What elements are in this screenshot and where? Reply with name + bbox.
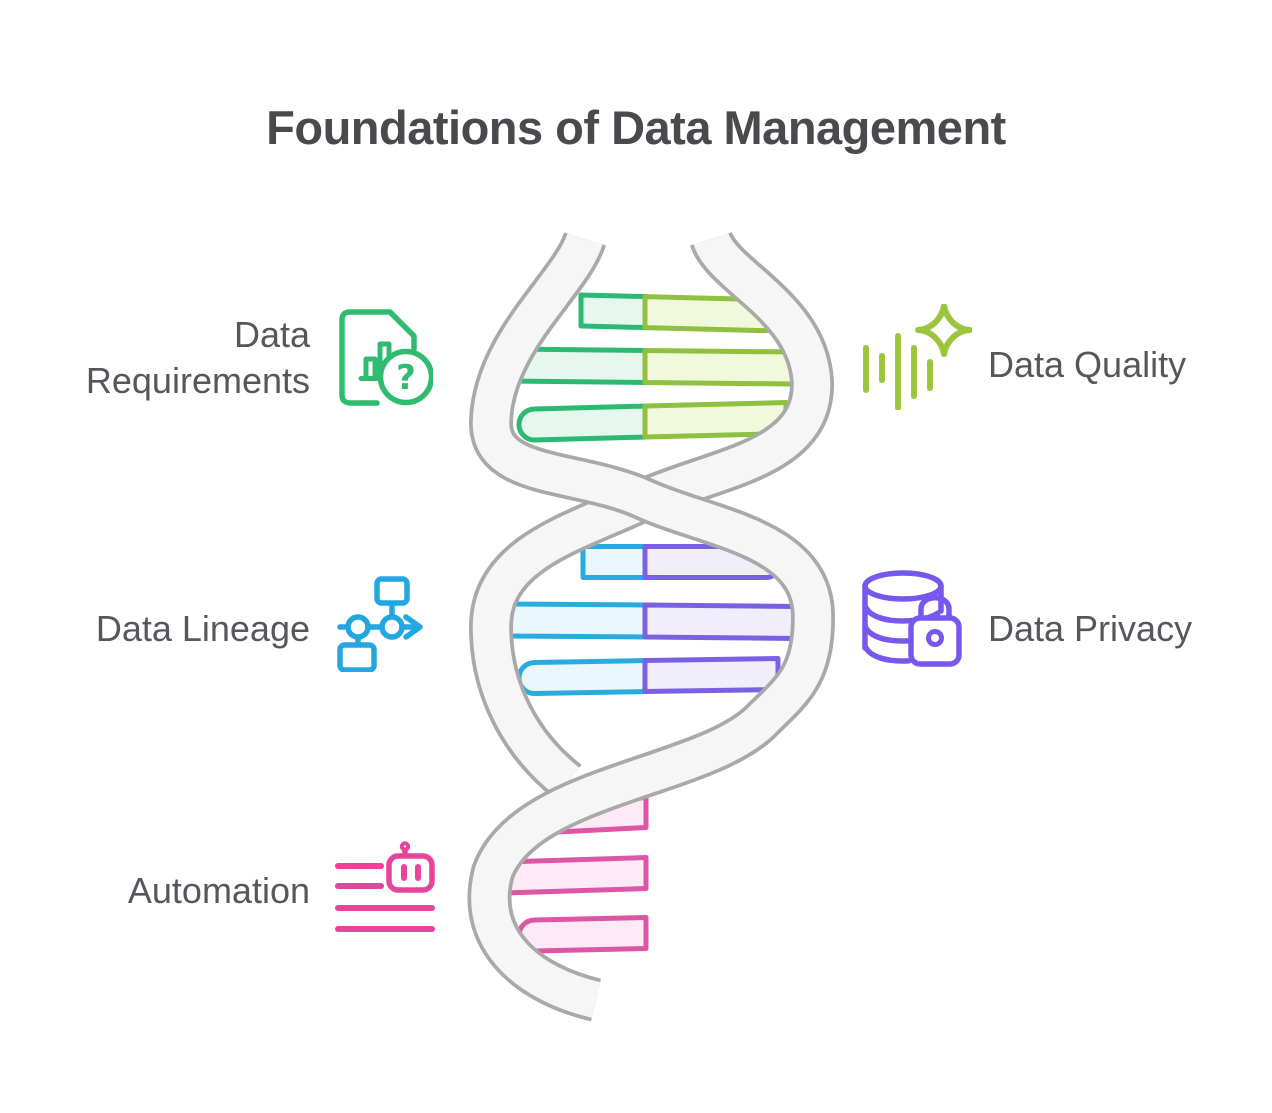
helix-rung (642, 348, 796, 387)
helix-rung (516, 658, 650, 696)
sparkle-bars-icon (863, 304, 972, 410)
question-mark: ? (396, 358, 416, 398)
helix-rung (500, 601, 650, 640)
robot-head (386, 853, 435, 893)
document-chart-question-icon: ? (339, 309, 433, 406)
database-top (862, 570, 944, 602)
lock-keyhole (926, 629, 944, 647)
label-data-requirements: Data Requirements (85, 314, 310, 402)
helix-rungs (500, 292, 798, 954)
helix-rung (642, 602, 798, 641)
robot-list-icon (335, 841, 435, 932)
node-box-top (374, 576, 410, 606)
strand-ribbon (471, 232, 832, 1018)
helix-rung (516, 403, 650, 443)
helix-rung (580, 544, 650, 580)
helix-strand-left (467, 231, 835, 1022)
lock-body (908, 615, 962, 667)
dna-helix (467, 230, 835, 1022)
label-automation: Automation (127, 870, 310, 911)
helix-rung (578, 292, 650, 331)
label-data-privacy: Data Privacy (988, 608, 1193, 649)
helix-rung (500, 855, 649, 896)
label-data-lineage: Data Lineage (95, 608, 310, 649)
node-box-bottom (337, 642, 377, 672)
helix-rung (642, 656, 781, 694)
page-title: Foundations of Data Management (266, 101, 1006, 154)
database-lock-icon (862, 570, 962, 667)
robot-antenna-tip (399, 841, 411, 852)
question-circle (377, 348, 433, 406)
document-outline (339, 309, 417, 406)
node-circle (379, 614, 405, 640)
robot-eyes (401, 864, 421, 881)
database-bottom (862, 643, 912, 664)
label-data-quality: Data Quality (988, 344, 1187, 385)
node-circle (345, 614, 371, 640)
helix-rung (516, 915, 649, 954)
sparkle-star (915, 304, 972, 357)
flowchart-nodes-icon (337, 576, 423, 672)
lock-shackle (918, 595, 952, 621)
